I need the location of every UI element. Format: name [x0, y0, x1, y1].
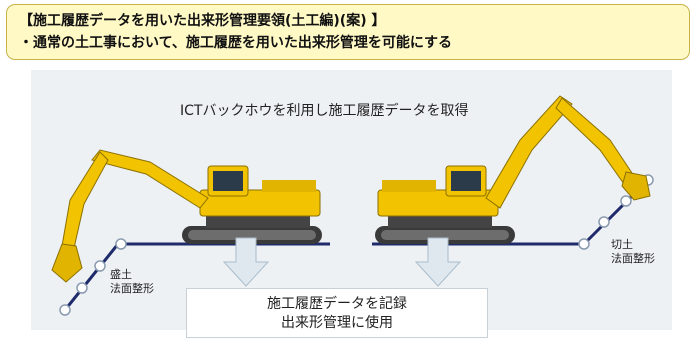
excavator-left-icon — [51, 149, 322, 283]
fill-slope-label: 盛土 法面整形 — [110, 268, 154, 296]
fill-slope-label-line2: 法面整形 — [110, 282, 154, 295]
slope-left — [63, 243, 120, 311]
excavator-right-icon — [375, 95, 651, 244]
header-banner: 【施工履歴データを用いた出来形管理要領(土工編)(案) 】 ・通常の土工事におい… — [6, 4, 690, 60]
record-box: 施工履歴データを記録 出来形管理に使用 — [186, 288, 488, 338]
down-arrow-icon — [414, 237, 462, 287]
fill-slope-label-line1: 盛土 — [110, 268, 132, 281]
header-subtitle: ・通常の土工事において、施工履歴を用いた出来形管理を可能にする — [19, 35, 453, 51]
cut-slope-label-line2: 法面整形 — [611, 252, 655, 265]
cut-slope-label: 切土 法面整形 — [611, 238, 655, 266]
record-line-1: 施工履歴データを記録 — [267, 296, 407, 312]
construction-scene — [51, 95, 654, 316]
figure-caption: ICTバックホウを利用し施工履歴データを取得 — [180, 103, 469, 119]
cut-slope-label-line1: 切土 — [611, 238, 633, 251]
survey-point-icon — [59, 238, 127, 316]
survey-point-icon — [578, 174, 654, 250]
header-title: 【施工履歴データを用いた出来形管理要領(土工編)(案) 】 — [19, 13, 386, 29]
down-arrow-icon — [222, 237, 270, 287]
